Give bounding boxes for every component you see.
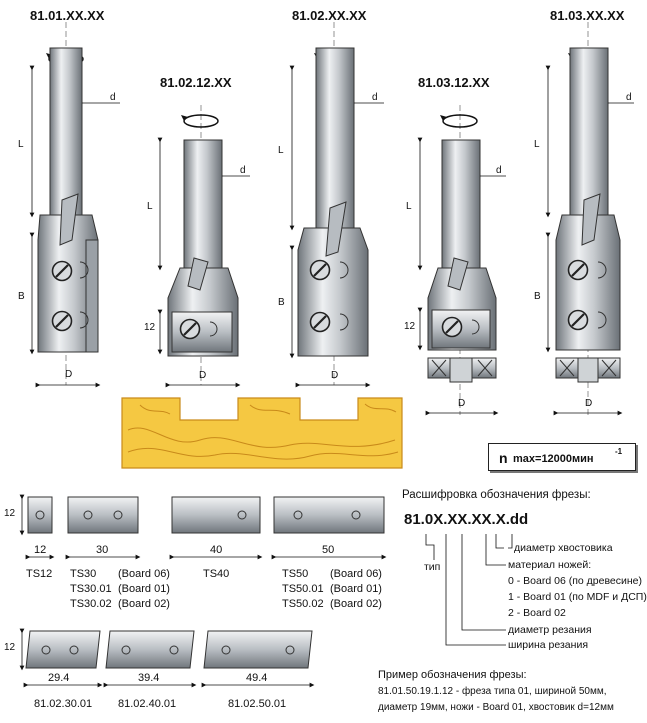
cutter-81-02 xyxy=(289,22,384,388)
dim-b-5: B xyxy=(534,291,541,302)
dim-l-1: L xyxy=(18,139,24,150)
cutter-code-3: 81.02.XX.XX xyxy=(292,8,367,23)
knife-ts12-dim: 12 xyxy=(34,544,47,556)
decode-title: Расшифровка обозначения фрезы: xyxy=(402,489,591,501)
dim-D-5: D xyxy=(585,398,593,409)
cutter-81-03 xyxy=(545,22,634,416)
knife-ts12-height: 12 xyxy=(4,508,16,519)
dim-d-3: d xyxy=(372,92,378,103)
dim-d-2: d xyxy=(240,165,246,176)
dim-l-3: L xyxy=(278,145,284,156)
dim-d-1: d xyxy=(110,92,116,103)
knife-ts40-dim: 40 xyxy=(210,544,223,556)
rpm-box: n max=12000мин -1 xyxy=(488,443,636,471)
decode-material-1: 1 - Board 01 (по MDF и ДСП) xyxy=(508,591,647,603)
cutter-code-1: 81.01.XX.XX xyxy=(30,8,105,23)
knife-ts50-dim: 50 xyxy=(322,544,335,556)
decode-material-0: 0 - Board 06 (по древесине) xyxy=(508,575,642,587)
knife-ts50-name: TS50 xyxy=(282,568,309,580)
knife-ts30-name: TS30 xyxy=(70,568,97,580)
knife-39-4-dim: 39.4 xyxy=(138,672,160,684)
dim-D-1: D xyxy=(65,369,73,380)
dim-b-3: B xyxy=(278,297,285,308)
dim-D-3: D xyxy=(331,370,339,381)
cutter-81-03-12 xyxy=(417,105,506,416)
decode-example-line-1: 81.01.50.19.1.12 - фреза типа 01, ширино… xyxy=(378,686,607,697)
knife-29-4-dim: 29.4 xyxy=(48,672,70,684)
knife-49-4-dim: 49.4 xyxy=(246,672,268,684)
dim-d-4: d xyxy=(496,165,502,176)
dim-D-4: D xyxy=(458,398,466,409)
knife-81-02-40-01: 81.02.40.01 xyxy=(118,698,177,710)
decode-leaders xyxy=(425,534,513,646)
dim-b-1: B xyxy=(18,291,25,302)
rpm-n: n xyxy=(499,450,508,466)
cutter-81-02-12 xyxy=(157,105,250,388)
knife-ts30-board-1: (Board 01) xyxy=(118,583,170,595)
knives-row-2 xyxy=(19,628,315,688)
knife-ts50-02: TS50.02 xyxy=(282,598,324,610)
cutter-code-4: 81.03.12.XX xyxy=(418,75,490,90)
decode-type: тип xyxy=(424,561,441,573)
dim-h-4: 12 xyxy=(404,321,416,332)
knife-ts50-01: TS50.01 xyxy=(282,583,324,595)
knife-ts30-board-2: (Board 02) xyxy=(118,598,170,610)
rpm-label: max=12000мин xyxy=(513,453,594,465)
knife-ts50-board-0: (Board 06) xyxy=(330,568,382,580)
knife-ts50-board-1: (Board 01) xyxy=(330,583,382,595)
dim-d-5: d xyxy=(626,92,632,103)
decode-material-2: 2 - Board 02 xyxy=(508,607,566,619)
rpm-sup: -1 xyxy=(615,447,623,456)
dim-l-4: L xyxy=(406,201,412,212)
cutter-code-5: 81.03.XX.XX xyxy=(550,8,625,23)
decode-cut-width: ширина резания xyxy=(508,639,589,651)
knife-ts30-02: TS30.02 xyxy=(70,598,112,610)
dim-D-2: D xyxy=(199,370,207,381)
knife-ts50-board-2: (Board 02) xyxy=(330,598,382,610)
decode-example-line-2: диаметр 19мм, ножи - Board 01, хвостовик… xyxy=(378,702,614,713)
dim-l-2: L xyxy=(147,201,153,212)
dim-h-2: 12 xyxy=(144,322,156,333)
wood-board xyxy=(121,397,403,469)
knife-ts12-name: TS12 xyxy=(26,568,53,580)
decode-shank: диаметр хвостовика xyxy=(514,542,613,554)
knife-ts30-dim: 30 xyxy=(96,544,109,556)
decode-cut-diameter: диаметр резания xyxy=(508,624,592,636)
knife-ts40-name: TS40 xyxy=(203,568,230,580)
cutter-81-01 xyxy=(29,22,120,388)
knife-ts30-01: TS30.01 xyxy=(70,583,112,595)
decode-material-title: материал ножей: xyxy=(508,559,592,571)
decode-pattern: 81.0X.XX.XX.X.dd xyxy=(404,511,529,528)
dim-l-5: L xyxy=(534,139,540,150)
knife-81-02-30-01: 81.02.30.01 xyxy=(34,698,93,710)
knife-81-02-50-01: 81.02.50.01 xyxy=(228,698,287,710)
knife-ts30-board-0: (Board 06) xyxy=(118,568,170,580)
cutter-code-2: 81.02.12.XX xyxy=(160,75,232,90)
knife-row2-height: 12 xyxy=(4,642,16,653)
decode-example-title: Пример обозначения фрезы: xyxy=(378,669,527,681)
knives-row-1 xyxy=(19,494,387,560)
